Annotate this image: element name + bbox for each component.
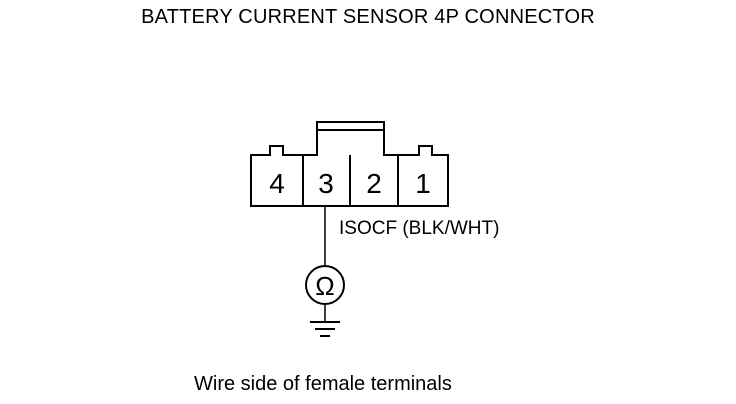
ohmmeter-icon: Ω bbox=[305, 265, 345, 305]
terminal-label-1: 1 bbox=[415, 168, 431, 199]
diagram-caption: Wire side of female terminals bbox=[194, 373, 452, 395]
terminal-label-3: 3 bbox=[318, 168, 334, 199]
ground-icon bbox=[310, 321, 340, 337]
wire-label: ISOCF (BLK/WHT) bbox=[339, 218, 500, 239]
ohm-symbol: Ω bbox=[315, 271, 334, 301]
diagram-title: BATTERY CURRENT SENSOR 4P CONNECTOR bbox=[141, 6, 595, 28]
terminal-label-4: 4 bbox=[269, 168, 285, 199]
terminal-label-2: 2 bbox=[366, 168, 382, 199]
